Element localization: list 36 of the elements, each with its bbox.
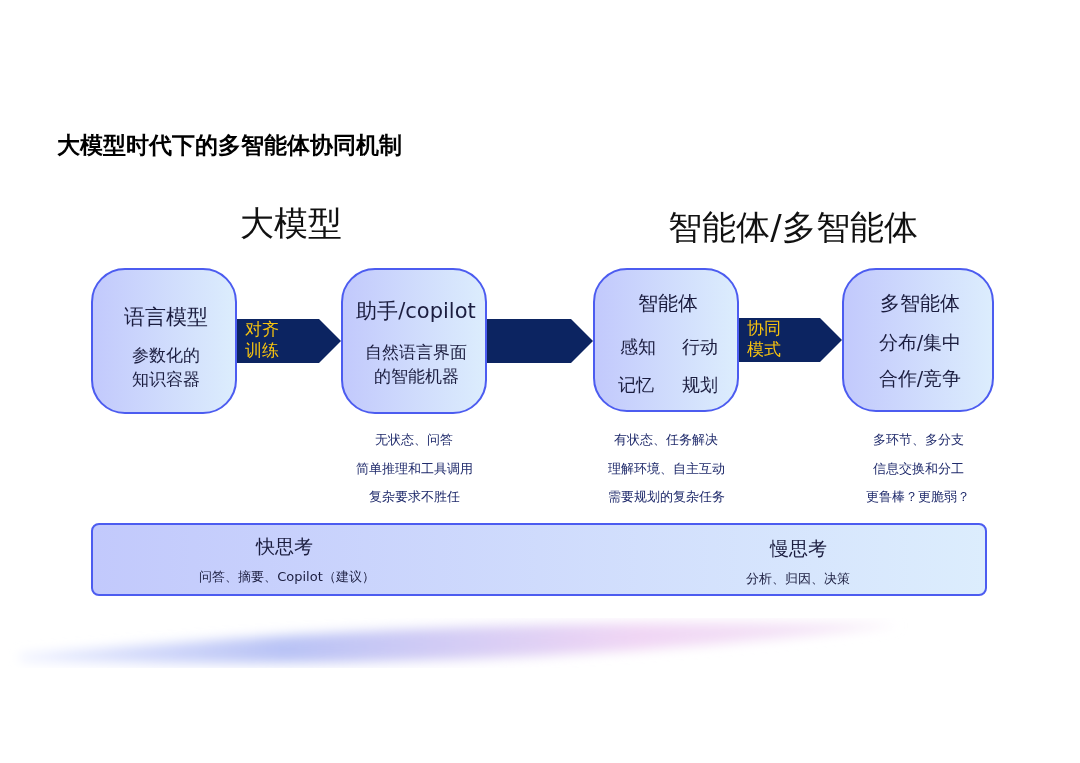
box-heading: 快思考 bbox=[255, 534, 313, 559]
edge-label: 协同模式 bbox=[747, 318, 783, 360]
note-text: 无状态、问答 bbox=[375, 431, 453, 449]
rounded-box bbox=[91, 268, 237, 414]
title: 大模型时代下的多智能体协同机制 bbox=[57, 131, 402, 160]
box-text: 感知 bbox=[620, 335, 656, 359]
note-text: 理解环境、自主互动 bbox=[607, 460, 725, 478]
note-text: 复杂要求不胜任 bbox=[368, 488, 460, 506]
chevron-arrow bbox=[487, 319, 593, 363]
box-text: 分析、归因、决策 bbox=[746, 570, 850, 588]
box-text: 记忆 bbox=[618, 373, 654, 397]
box-heading: 助手/copilot bbox=[356, 298, 476, 325]
note-text: 简单推理和工具调用 bbox=[355, 460, 473, 478]
box-text: 慢思考 bbox=[769, 536, 827, 561]
rounded-box bbox=[341, 268, 487, 414]
box-text: 问答、摘要、Copilot（建议） bbox=[199, 568, 375, 586]
section-heading: 智能体/多智能体 bbox=[668, 206, 918, 249]
edge-label: 对齐训练 bbox=[245, 319, 281, 361]
banner-panel bbox=[91, 523, 987, 596]
box-heading: 多智能体 bbox=[880, 289, 960, 317]
rounded-box bbox=[593, 268, 739, 412]
note-text: 更鲁棒？更脆弱？ bbox=[866, 488, 970, 506]
note-text: 有状态、任务解决 bbox=[614, 431, 718, 449]
section-heading: 大模型 bbox=[240, 202, 342, 245]
box-text: 合作/竞争 bbox=[878, 366, 962, 391]
box-heading: 语言模型 bbox=[124, 304, 208, 331]
box-text: 自然语言界面的智能机器 bbox=[364, 341, 468, 388]
box-text: 参数化的知识容器 bbox=[131, 344, 201, 391]
box-text: 规划 bbox=[682, 373, 718, 397]
note-text: 多环节、多分支 bbox=[872, 431, 964, 449]
box-heading: 智能体 bbox=[638, 289, 698, 317]
note-text: 需要规划的复杂任务 bbox=[607, 488, 725, 506]
rounded-box bbox=[842, 268, 994, 412]
box-text: 行动 bbox=[682, 335, 718, 359]
box-text: 分布/集中 bbox=[878, 330, 962, 355]
note-text: 信息交换和分工 bbox=[872, 460, 964, 478]
